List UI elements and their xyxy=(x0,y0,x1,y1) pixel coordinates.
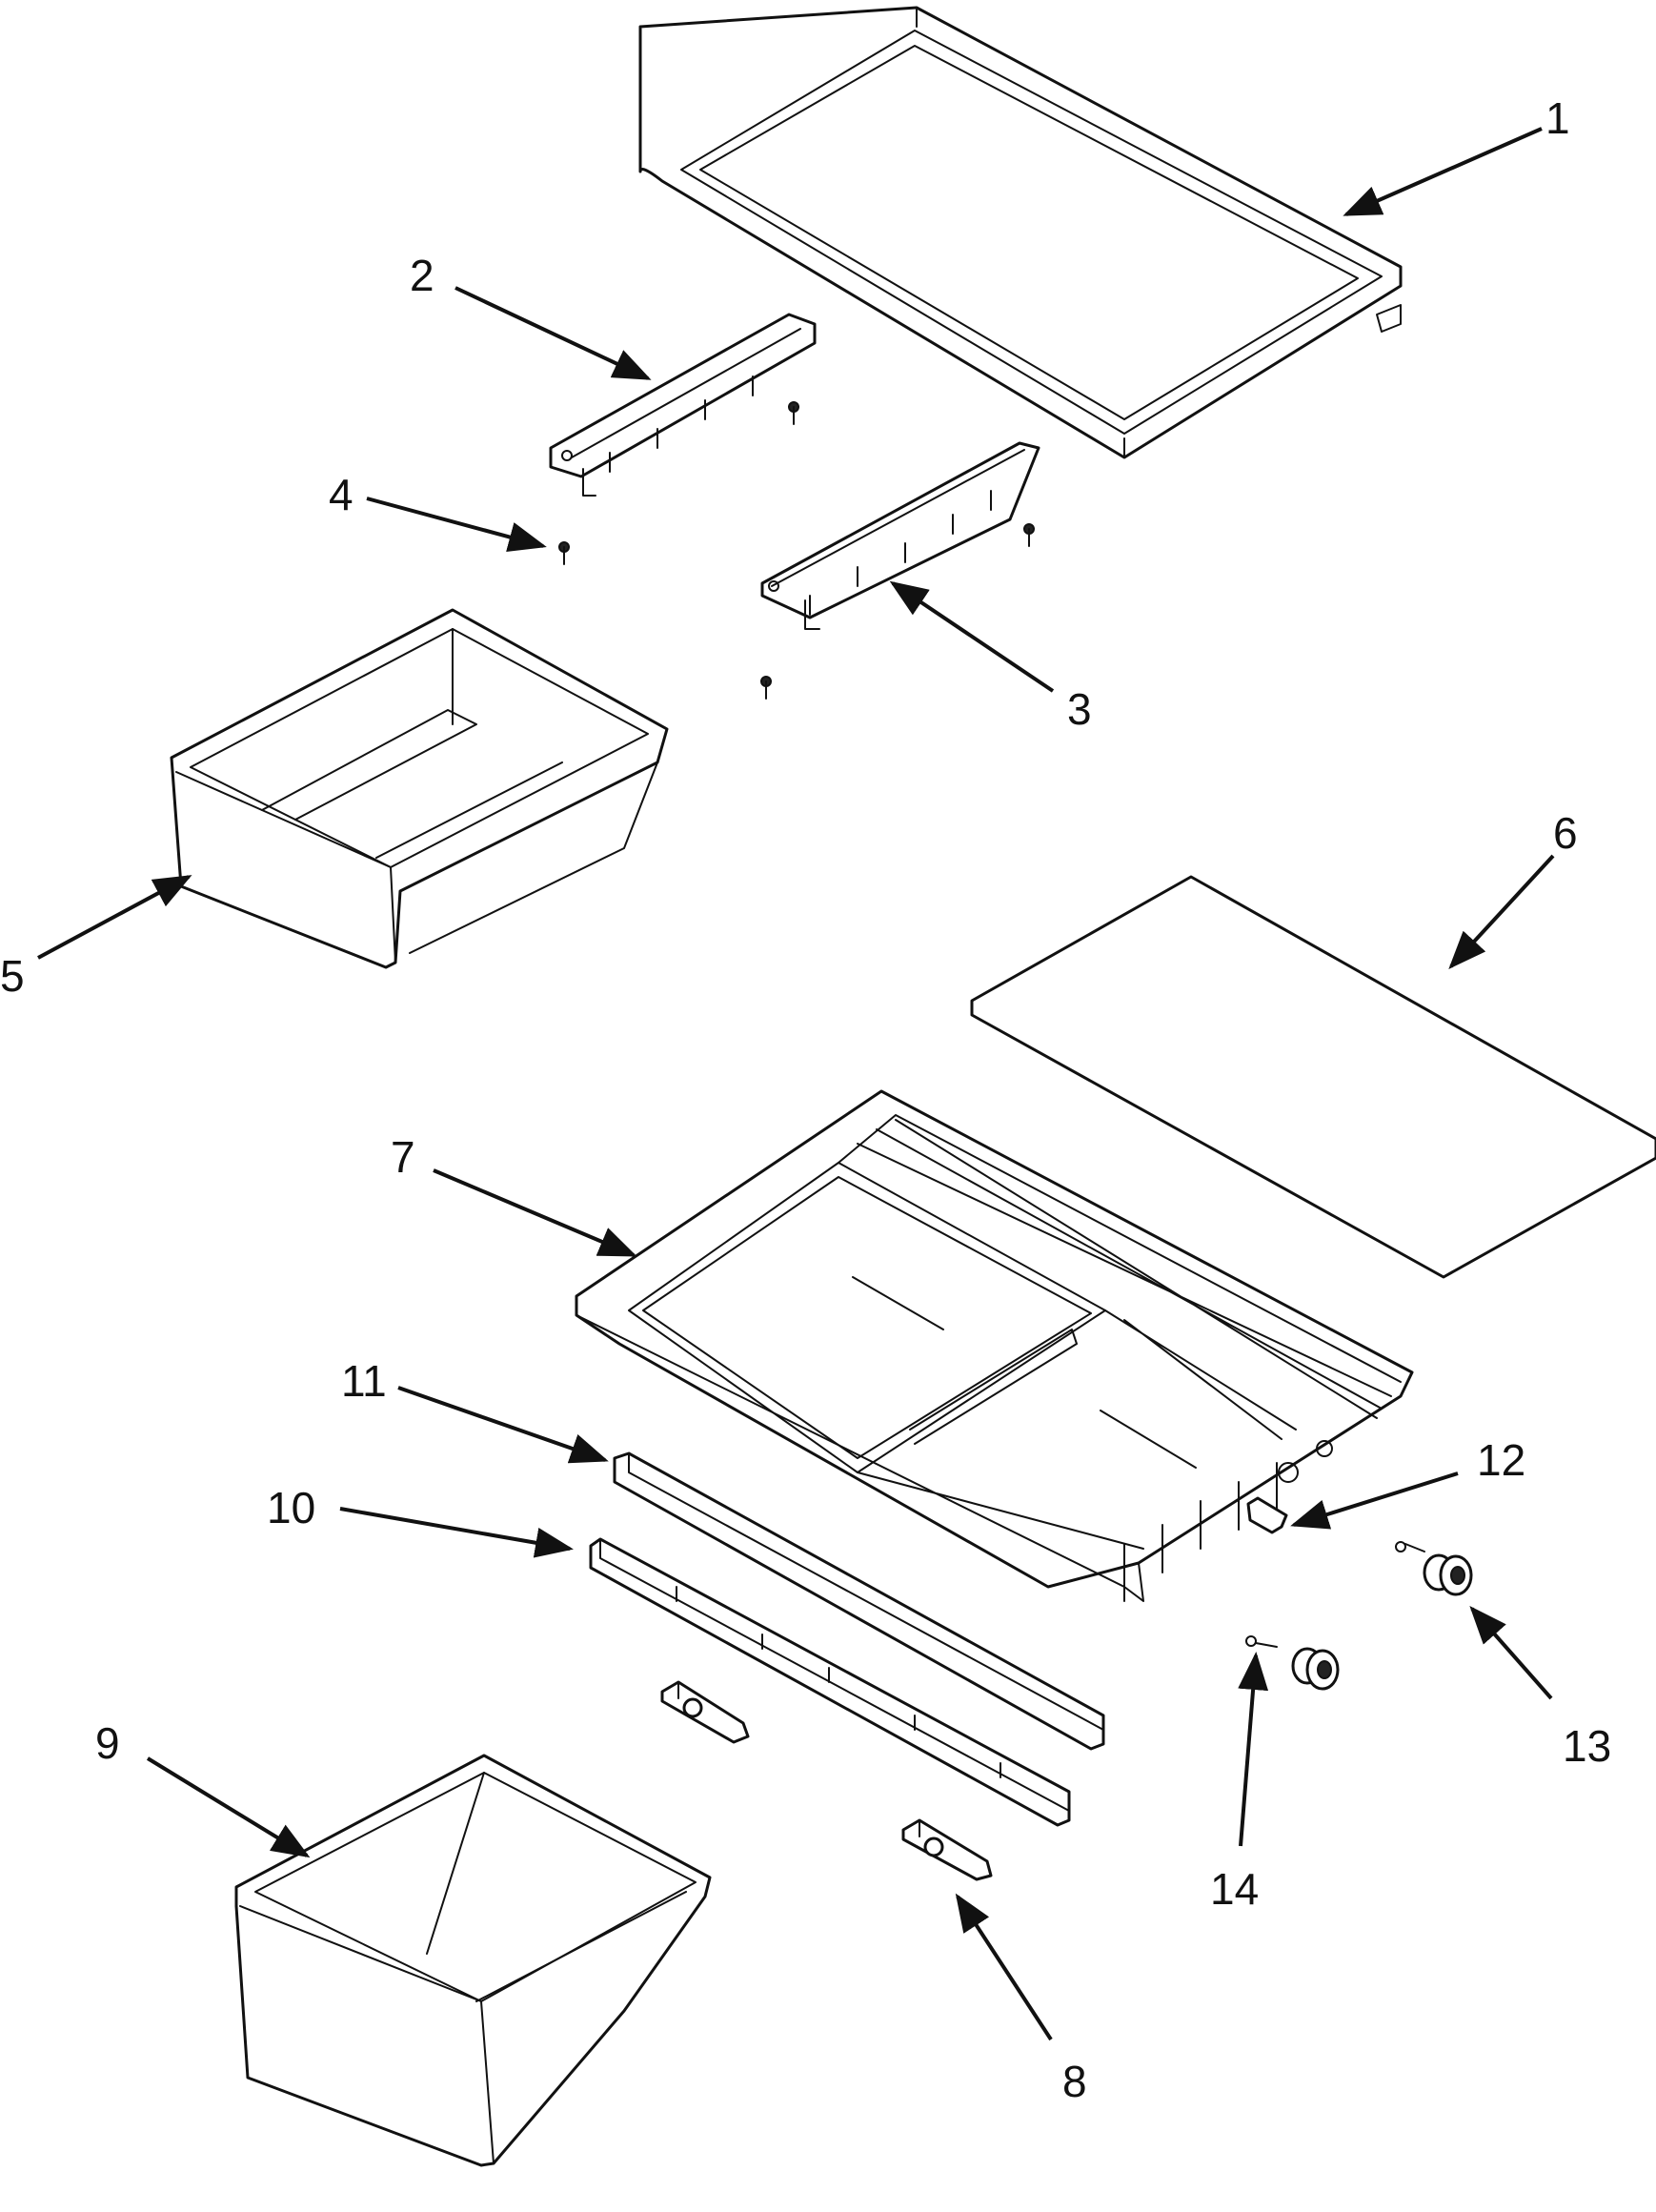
arrow-3 xyxy=(889,580,1055,693)
callout-9: 9 xyxy=(95,1718,120,1768)
callout-8: 8 xyxy=(1062,2057,1087,2106)
callout-7: 7 xyxy=(391,1132,415,1182)
part-glass-panel xyxy=(970,875,1656,1279)
callout-11: 11 xyxy=(341,1356,387,1406)
part-screws xyxy=(558,401,1035,700)
part-roller-right xyxy=(1395,1541,1473,1596)
callout-1: 1 xyxy=(1545,93,1570,143)
arrow-2 xyxy=(454,286,652,380)
screw-icon xyxy=(1245,1635,1278,1648)
leader-arrows xyxy=(37,127,1555,2041)
callout-labels: 1 2 3 4 5 6 7 8 9 10 11 12 13 14 xyxy=(0,93,1611,2106)
callout-2: 2 xyxy=(410,251,434,300)
roller-wheel-icon xyxy=(1291,1647,1340,1691)
part-roller-left xyxy=(1245,1635,1340,1691)
arrow-13 xyxy=(1469,1606,1553,1700)
screw-icon xyxy=(760,676,772,700)
part-slide-rail-upper xyxy=(613,1451,1105,1751)
arrow-6 xyxy=(1448,854,1555,969)
part-slide-guide xyxy=(660,1680,750,1744)
arrow-4 xyxy=(366,497,547,553)
callout-5: 5 xyxy=(0,951,25,1001)
callout-10: 10 xyxy=(267,1483,315,1532)
part-crisper-cover-frame xyxy=(575,1089,1414,1602)
part-support-rail-left xyxy=(549,313,817,497)
part-bracket xyxy=(1246,1496,1288,1534)
arrow-14 xyxy=(1238,1652,1269,1847)
arrow-9 xyxy=(146,1756,311,1858)
callout-13: 13 xyxy=(1563,1721,1611,1771)
screw-icon xyxy=(558,541,570,565)
roller-wheel-icon xyxy=(1423,1553,1473,1596)
arrow-8 xyxy=(955,1893,1053,2041)
part-shelf-frame xyxy=(638,6,1403,459)
screw-icon xyxy=(1023,523,1035,547)
arrow-5 xyxy=(37,875,192,960)
arrow-10 xyxy=(339,1507,574,1558)
callout-14: 14 xyxy=(1210,1864,1259,1914)
screw-icon xyxy=(788,401,799,425)
callout-12: 12 xyxy=(1477,1435,1525,1485)
arrow-11 xyxy=(397,1386,609,1464)
callout-4: 4 xyxy=(329,470,353,519)
part-slide-rail-lower xyxy=(589,1537,1071,1827)
callout-6: 6 xyxy=(1553,808,1578,858)
callout-3: 3 xyxy=(1067,684,1092,734)
part-support-rail-right xyxy=(760,441,1040,630)
part-crisper-drawer-upper xyxy=(170,608,669,969)
part-crisper-drawer-lower xyxy=(234,1754,712,2167)
arrow-1 xyxy=(1343,127,1543,216)
arrow-7 xyxy=(433,1168,637,1257)
arrow-12 xyxy=(1290,1471,1459,1530)
screw-icon xyxy=(1395,1541,1425,1552)
part-slide-guide xyxy=(901,1818,993,1881)
